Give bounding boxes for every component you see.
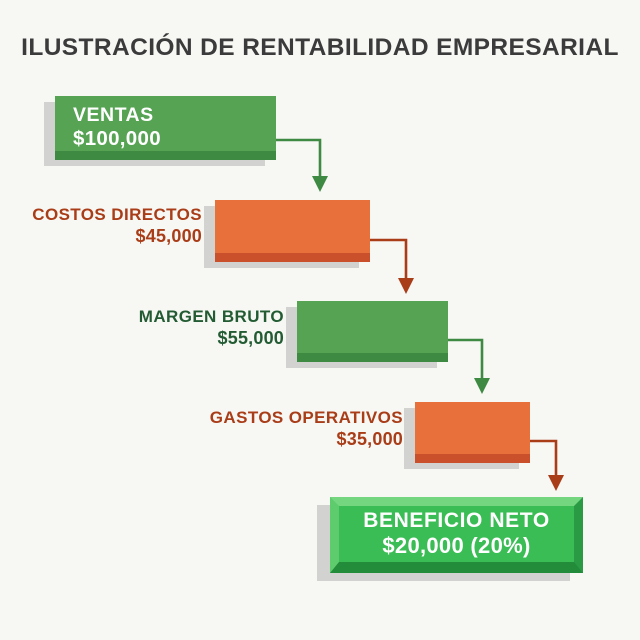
bar-ventas-base: [55, 151, 276, 160]
bar-costos-directos-base: [215, 253, 370, 262]
label-gastos-operativos-title: GASTOS OPERATIVOS: [209, 408, 403, 427]
label-gastos-operativos-amount: $35,000: [336, 428, 403, 449]
arrow-down-icon: [312, 176, 328, 192]
arrow-down-icon: [548, 475, 564, 491]
bar-ventas[interactable]: VENTAS $100,000: [44, 96, 276, 166]
label-costos-directos: COSTOS DIRECTOS $45,000: [0, 205, 202, 248]
bar-beneficio-neto-text: BENEFICIO NETO $20,000 (20%): [363, 508, 550, 560]
bar-ventas-text: VENTAS $100,000: [55, 104, 276, 151]
bar-gastos-operativos[interactable]: [404, 402, 530, 469]
bar-costos-directos-body: [215, 200, 370, 262]
arrow-down-icon: [398, 278, 414, 294]
bar-beneficio-neto-body: BENEFICIO NETO $20,000 (20%): [330, 497, 583, 573]
bar-margen-bruto[interactable]: [286, 301, 448, 368]
bar-margen-bruto-base: [297, 353, 448, 362]
bar-beneficio-neto[interactable]: BENEFICIO NETO $20,000 (20%): [317, 497, 583, 581]
connector-margen-to-gastos: [448, 338, 490, 394]
bar-beneficio-neto-label: BENEFICIO NETO: [363, 509, 550, 533]
page-title: ILUSTRACIÓN DE RENTABILIDAD EMPRESARIAL: [21, 34, 619, 61]
connector-ventas-to-costos: [276, 138, 328, 192]
label-margen-bruto: MARGEN BRUTO $55,000: [90, 307, 284, 350]
connector-costos-to-margen: [370, 238, 414, 294]
label-gastos-operativos: GASTOS OPERATIVOS $35,000: [185, 408, 403, 451]
bar-ventas-amount: $100,000: [73, 127, 161, 151]
label-margen-bruto-amount: $55,000: [217, 327, 284, 348]
bar-margen-bruto-body: [297, 301, 448, 362]
bar-ventas-body: VENTAS $100,000: [55, 96, 276, 160]
bar-costos-directos[interactable]: [204, 200, 370, 268]
connector-gastos-to-beneficio: [530, 439, 564, 491]
bar-gastos-operativos-body: [415, 402, 530, 463]
bar-gastos-operativos-base: [415, 454, 530, 463]
label-margen-bruto-title: MARGEN BRUTO: [138, 307, 284, 326]
bar-beneficio-neto-amount: $20,000 (20%): [382, 533, 531, 559]
arrow-down-icon: [474, 378, 490, 394]
label-costos-directos-amount: $45,000: [135, 225, 202, 246]
label-costos-directos-title: COSTOS DIRECTOS: [32, 205, 202, 224]
bar-ventas-label: VENTAS: [73, 104, 154, 127]
